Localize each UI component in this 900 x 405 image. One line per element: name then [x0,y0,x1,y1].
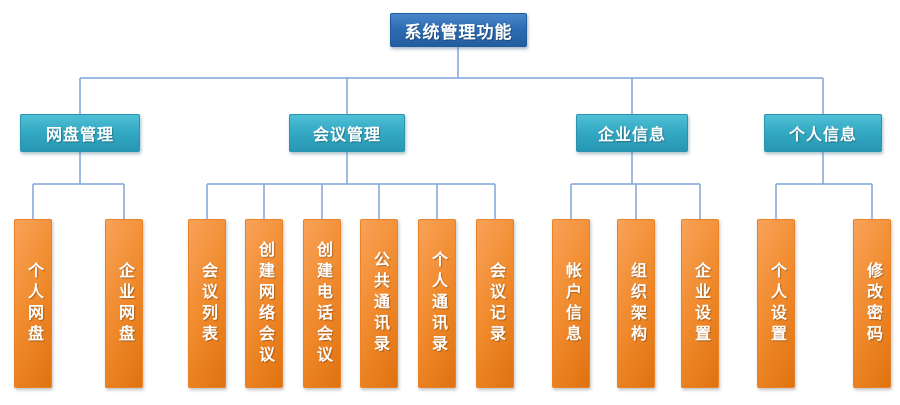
leaf-label: 创建电话会议 [314,240,331,367]
leaf-node-org-structure: 组织架构 [617,219,655,388]
leaf-node-create-phone-meeting: 创建电话会议 [303,219,341,388]
leaf-node-change-password: 修改密码 [853,219,891,388]
leaf-label: 企业设置 [692,261,709,346]
leaf-label: 个人通讯录 [429,251,446,356]
branch-node-netdisk-management: 网盘管理 [20,114,140,152]
leaf-label: 帐户信息 [563,261,580,346]
leaf-label: 创建网络会议 [256,240,273,367]
branch-node-personal-info: 个人信息 [764,114,882,152]
leaf-node-account-info: 帐户信息 [552,219,590,388]
leaf-label: 修改密码 [864,261,881,346]
leaf-node-create-network-meeting: 创建网络会议 [245,219,283,388]
leaf-node-personal-settings: 个人设置 [757,219,795,388]
leaf-node-enterprise-netdisk: 企业网盘 [105,219,143,388]
leaf-node-meeting-records: 会议记录 [476,219,514,388]
leaf-node-public-contacts: 公共通讯录 [360,219,398,388]
leaf-label: 个人网盘 [25,261,42,346]
leaf-label: 会议列表 [199,261,216,346]
leaf-label: 会议记录 [487,261,504,346]
leaf-label: 企业网盘 [116,261,133,346]
leaf-label: 个人设置 [768,261,785,346]
leaf-node-enterprise-settings: 企业设置 [681,219,719,388]
root-node-system-management: 系统管理功能 [390,13,527,47]
branch-node-enterprise-info: 企业信息 [576,114,688,152]
leaf-label: 组织架构 [628,261,645,346]
leaf-node-personal-contacts: 个人通讯录 [418,219,456,388]
leaf-label: 公共通讯录 [371,251,388,356]
leaf-node-personal-netdisk: 个人网盘 [14,219,52,388]
branch-node-meeting-management: 会议管理 [289,114,405,152]
leaf-node-meeting-list: 会议列表 [188,219,226,388]
